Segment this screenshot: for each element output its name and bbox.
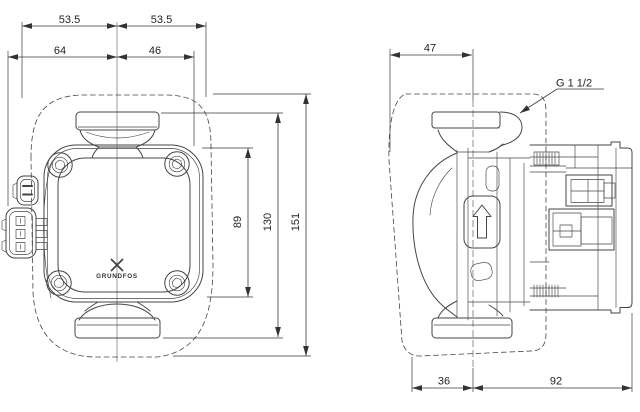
vent-pill-upper <box>485 165 500 192</box>
nameplate-plaque <box>463 195 501 249</box>
plug-connector-upper-lines <box>570 179 605 203</box>
dim-label-53-5-left: 53.5 <box>59 14 80 26</box>
small-connector-tab <box>12 182 18 200</box>
dim-label-130: 130 <box>262 213 274 231</box>
top-flange-detail <box>77 126 158 139</box>
electrical-connectors <box>1 161 53 299</box>
dim-label-46: 46 <box>149 45 161 57</box>
dim-label-47: 47 <box>424 43 436 55</box>
insulation-shell-outline-side <box>388 93 547 357</box>
bottom-port <box>74 301 161 339</box>
side-view-dimensions: 47 36 92 G 1 1/2 <box>389 43 633 392</box>
terminal-screw-thread <box>536 152 556 165</box>
top-flange-detail-side <box>433 127 500 153</box>
dim-label-151: 151 <box>290 213 302 231</box>
body-second-contour <box>47 148 200 299</box>
extension-lines-side <box>389 49 633 392</box>
motor-fins <box>533 284 559 298</box>
large-connector-tabs <box>1 218 7 253</box>
thread-label-leader <box>519 88 604 114</box>
extension-lines <box>7 22 311 357</box>
thread-size-label: G 1 1/2 <box>556 78 592 90</box>
terminal-screw <box>533 151 560 166</box>
volute-profile <box>412 152 458 318</box>
grundfos-logo-icon <box>110 258 124 272</box>
front-view: GRUNDFOS 53.5 <box>1 14 311 362</box>
volute-inner-curve <box>429 167 453 216</box>
dim-label-53-5-right: 53.5 <box>151 14 172 26</box>
union-nut-profile <box>499 111 523 147</box>
body-side-silhouette <box>43 161 53 299</box>
corner-screw-bottom-right <box>164 270 190 296</box>
plug-connector-lower-left <box>552 212 582 247</box>
small-connector-slots <box>22 185 33 196</box>
pump-body-front: GRUNDFOS <box>43 144 204 303</box>
top-neck-side <box>437 129 504 153</box>
casing-lines <box>456 147 531 321</box>
flow-direction-arrow-icon <box>472 204 492 239</box>
volute-housing <box>412 147 531 321</box>
dim-label-92: 92 <box>550 376 562 388</box>
top-port-side <box>431 111 523 153</box>
bottom-flange-cap <box>74 317 161 339</box>
dim-label-89: 89 <box>232 216 244 228</box>
corner-screw-top-right <box>164 151 190 177</box>
connector-mount-bars <box>35 218 48 250</box>
top-flange-cap <box>75 111 160 131</box>
motor-outline <box>529 141 633 314</box>
insulation-shell-outline <box>30 94 214 358</box>
small-connector-outline <box>16 175 39 206</box>
small-connector-inner <box>20 179 35 202</box>
bottom-flange-cap-side <box>431 317 513 339</box>
bottom-port-side <box>431 300 513 339</box>
vent-pill-lower <box>470 261 493 282</box>
grundfos-logo-text: GRUNDFOS <box>96 273 138 280</box>
plug-connector-lower <box>548 208 615 251</box>
plug-connector-upper-tab <box>603 182 616 199</box>
plug-connector-lower-right <box>580 216 613 245</box>
motor-and-control-box <box>529 141 633 314</box>
motor-inner-lines <box>529 144 633 311</box>
top-flange-cap-side <box>431 111 501 129</box>
top-neck <box>79 129 156 159</box>
bottom-neck <box>78 301 156 321</box>
plug-connector-upper <box>565 174 613 207</box>
top-port <box>75 111 160 159</box>
dim-label-36: 36 <box>438 376 450 388</box>
front-view-dimensions: 53.5 53.5 64 46 89 130 151 <box>7 14 311 357</box>
side-view: 47 36 92 G 1 1/2 <box>388 43 633 392</box>
body-outer-contour <box>43 144 204 303</box>
dim-label-64: 64 <box>54 45 66 57</box>
bottom-neck-side <box>437 300 504 319</box>
large-connector-pins <box>15 216 26 252</box>
large-connector-inner <box>9 211 33 255</box>
body-front-panel <box>57 157 191 293</box>
